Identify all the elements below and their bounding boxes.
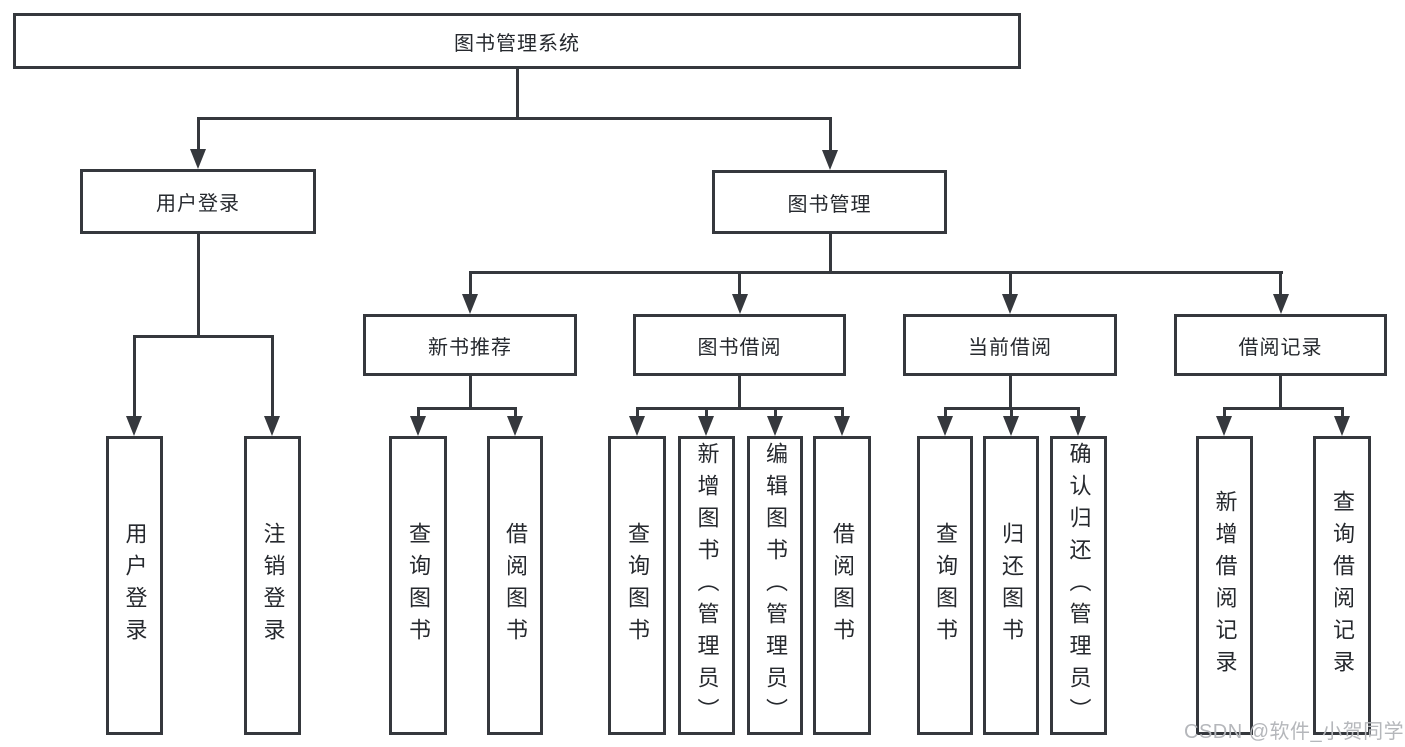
- connector-segment: [468, 270, 1283, 274]
- leaf-borrow-books-recommend: 借阅图书: [487, 436, 543, 735]
- connector-segment: [416, 408, 420, 418]
- node-book-borrowing: 图书借阅: [633, 314, 846, 376]
- leaf-return-books: 归还图书: [983, 436, 1039, 735]
- leaf-confirm-return-admin: 确认归还（管理员）: [1050, 436, 1107, 735]
- arrowhead-icon: [629, 416, 645, 436]
- leaf-label: 借阅图书: [503, 521, 528, 650]
- arrowhead-icon: [126, 416, 142, 436]
- leaf-label: 确认归还（管理员）: [1066, 441, 1092, 730]
- arrowhead-icon: [822, 150, 838, 170]
- arrowhead-icon: [410, 416, 426, 436]
- arrowhead-icon: [462, 294, 478, 314]
- connector-segment: [635, 408, 639, 418]
- arrowhead-icon: [698, 416, 714, 436]
- connector-segment: [1008, 376, 1012, 408]
- connector-segment: [196, 234, 200, 336]
- connector-segment: [1076, 408, 1080, 418]
- leaf-label: 借阅图书: [830, 521, 855, 650]
- connector-segment: [132, 334, 274, 338]
- connector-segment: [738, 272, 741, 294]
- connector-segment: [196, 116, 832, 120]
- leaf-query-books-current: 查询图书: [917, 436, 973, 735]
- node-label: 借阅记录: [1238, 336, 1323, 359]
- arrowhead-icon: [767, 416, 783, 436]
- node-new-book-recommendation: 新书推荐: [363, 314, 577, 376]
- leaf-label: 归还图书: [999, 521, 1024, 650]
- connector-segment: [738, 376, 741, 408]
- leaf-borrow-books-borrowing: 借阅图书: [813, 436, 871, 735]
- connector-segment: [1222, 406, 1344, 410]
- connector-segment: [1222, 408, 1226, 418]
- connector-segment: [1279, 272, 1282, 294]
- arrowhead-icon: [1334, 416, 1350, 436]
- connector-segment: [840, 408, 844, 418]
- leaf-query-borrow-record: 查询借阅记录: [1313, 436, 1371, 735]
- connector-segment: [1008, 272, 1012, 294]
- arrowhead-icon: [834, 416, 850, 436]
- leaf-query-books-borrowing: 查询图书: [608, 436, 666, 735]
- node-label: 图书管理系统: [454, 32, 580, 55]
- node-label: 新书推荐: [428, 336, 512, 359]
- arrowhead-icon: [1002, 294, 1018, 314]
- connector-segment: [1340, 408, 1344, 418]
- leaf-add-books-admin: 新增图书（管理员）: [678, 436, 735, 735]
- node-user-login: 用户登录: [80, 169, 316, 234]
- connector-segment: [704, 408, 708, 418]
- node-label: 当前借阅: [968, 336, 1052, 359]
- node-book-management: 图书管理: [712, 170, 947, 234]
- arrowhead-icon: [1216, 416, 1232, 436]
- node-label: 用户登录: [156, 193, 240, 215]
- leaf-add-borrow-record: 新增借阅记录: [1196, 436, 1253, 735]
- leaf-label: 编辑图书（管理员）: [763, 441, 788, 730]
- leaf-user-login: 用户登录: [106, 436, 163, 735]
- arrowhead-icon: [1272, 294, 1289, 314]
- connector-segment: [513, 408, 517, 418]
- leaf-label: 查询图书: [933, 521, 958, 650]
- leaf-label: 新增图书（管理员）: [694, 441, 720, 730]
- arrowhead-icon: [1003, 416, 1019, 436]
- connector-segment: [515, 69, 519, 118]
- arrowhead-icon: [731, 294, 748, 314]
- connector-segment: [132, 336, 136, 416]
- node-library-management-system: 图书管理系统: [13, 13, 1021, 69]
- connector-segment: [1279, 376, 1282, 408]
- node-current-borrowing: 当前借阅: [903, 314, 1117, 376]
- leaf-label: 新增借阅记录: [1212, 489, 1238, 682]
- arrowhead-icon: [937, 416, 953, 436]
- connector-segment: [773, 408, 777, 418]
- node-label: 图书借阅: [697, 336, 782, 359]
- connector-segment: [468, 272, 472, 294]
- connector-segment: [1009, 408, 1013, 418]
- connector-segment: [416, 406, 517, 410]
- arrowhead-icon: [1070, 416, 1086, 436]
- arrowhead-icon: [507, 416, 523, 436]
- leaf-label: 查询图书: [406, 521, 431, 650]
- connector-segment: [828, 118, 832, 150]
- arrowhead-icon: [190, 149, 206, 169]
- connector-segment: [828, 234, 832, 272]
- node-borrowing-records: 借阅记录: [1174, 314, 1387, 376]
- leaf-edit-books-admin: 编辑图书（管理员）: [747, 436, 803, 735]
- connector-segment: [468, 376, 472, 408]
- arrowhead-icon: [264, 416, 280, 436]
- leaf-label: 查询图书: [625, 521, 650, 650]
- leaf-query-books-recommend: 查询图书: [389, 436, 447, 735]
- connector-segment: [196, 118, 200, 149]
- connector-segment: [270, 336, 274, 416]
- leaf-logout: 注销登录: [244, 436, 301, 735]
- leaf-label: 注销登录: [260, 521, 286, 650]
- node-label: 图书管理: [787, 193, 872, 216]
- leaf-label: 用户登录: [122, 521, 148, 650]
- csdn-watermark: CSDN @软件_小贺同学: [1184, 721, 1405, 743]
- connector-segment: [943, 408, 947, 418]
- leaf-label: 查询借阅记录: [1330, 489, 1355, 682]
- connector-segment: [635, 406, 844, 410]
